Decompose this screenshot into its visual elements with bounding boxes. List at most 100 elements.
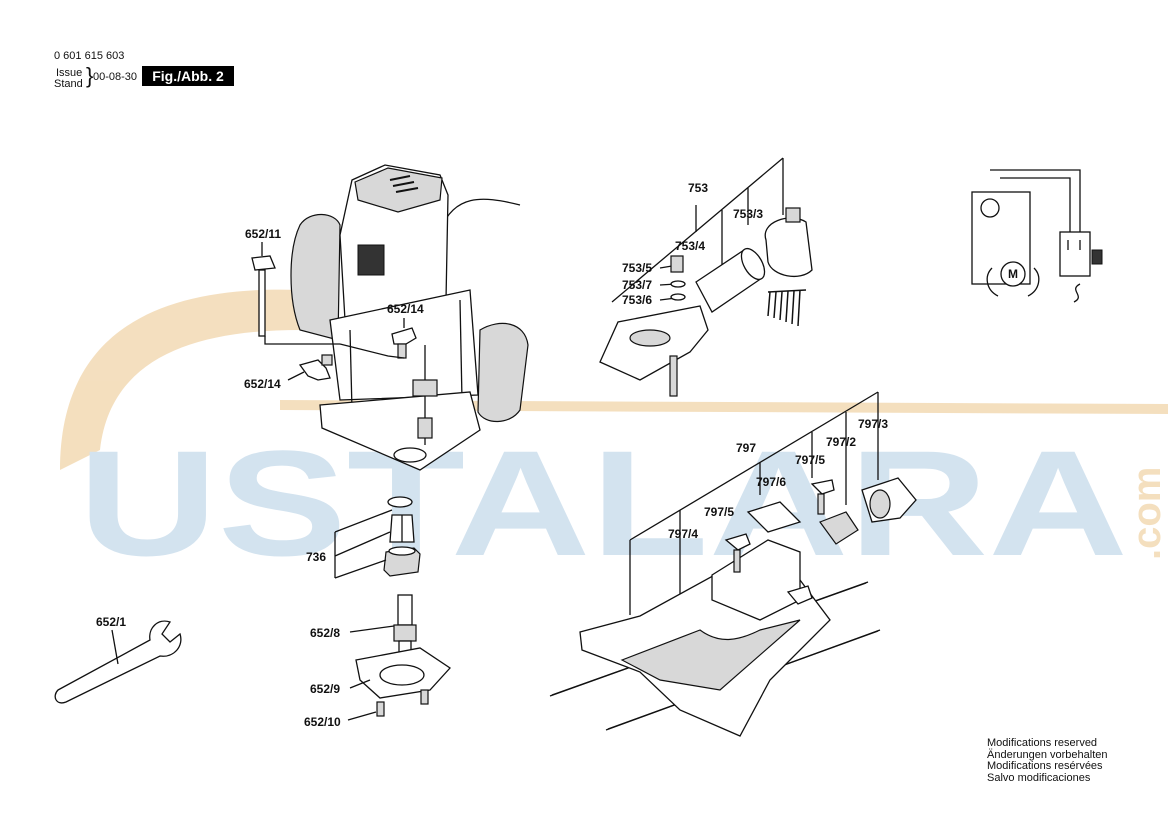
- leader-652-1: [111, 629, 119, 665]
- guide-plate-hole: [379, 664, 425, 686]
- washer-753-7: [670, 280, 686, 288]
- column-left: [349, 329, 353, 411]
- adjust-knob-face: [869, 489, 891, 519]
- part-652-9: 652/9: [310, 647, 451, 699]
- brace-icon: }: [86, 63, 94, 88]
- part-652-14-left: 652/14: [244, 354, 333, 391]
- switch-block: [1059, 231, 1091, 277]
- leader-797-bar: [629, 391, 879, 541]
- screw-right: [420, 689, 429, 705]
- column-right: [459, 299, 463, 401]
- label-797-4: 797/4: [668, 527, 698, 541]
- part-753: 753 753/3 753/4 753/5 753/7 753/6: [599, 157, 813, 397]
- wing-knob-left-thread: [321, 354, 333, 366]
- washer-753-6: [670, 293, 686, 301]
- label-753-4: 753/4: [675, 239, 705, 253]
- tube-end: [740, 247, 766, 281]
- part-number: 0 601 615 603: [54, 50, 125, 62]
- label-797-5-b: 797/5: [704, 505, 734, 519]
- wing-screw-797-5-a-shaft: [817, 493, 825, 515]
- note-en: Modifications reserved: [987, 737, 1098, 749]
- part-652-1: 652/1: [54, 615, 182, 704]
- knurled-screw: [670, 255, 684, 273]
- part-797: 797 797/3 797/2 797/5 797/6 797/5 797/4: [549, 391, 917, 737]
- screw-left: [376, 701, 385, 717]
- leader-652-14-b: [287, 371, 305, 381]
- part-652-10: 652/10: [304, 689, 429, 729]
- carbon-brush-left: [986, 267, 999, 297]
- label-797-6: 797/6: [756, 475, 786, 489]
- label-652-1: 652/1: [96, 615, 126, 629]
- label-652-14-a: 652/14: [387, 302, 424, 316]
- capacitor: [1091, 249, 1103, 265]
- label-797-3: 797/3: [858, 417, 888, 431]
- base-plate: [319, 391, 481, 471]
- part-736: 736: [306, 496, 421, 579]
- collet-nut-top: [388, 546, 416, 556]
- part-652-8: 652/8: [310, 594, 417, 654]
- note-es: Salvo modificaciones: [987, 771, 1091, 784]
- label-753-7: 753/7: [622, 278, 652, 292]
- modification-notes: Modifications reserved Änderungen vorbeh…: [987, 737, 1108, 784]
- label-652-8: 652/8: [310, 626, 340, 640]
- note-fr: Modifications resérvées: [987, 760, 1103, 773]
- label-797-2: 797/2: [826, 435, 856, 449]
- label-652-11: 652/11: [245, 227, 281, 241]
- label-797-5-a: 797/5: [795, 453, 825, 467]
- wing-screw-797-5-a-icon: [810, 479, 835, 495]
- issue-date: 00-08-30: [93, 71, 138, 83]
- carbon-brush-right: [1027, 267, 1040, 297]
- motor-label: M: [1008, 267, 1018, 281]
- base-opening: [393, 447, 427, 463]
- clamp-ring: [764, 217, 813, 278]
- wire-top-2: [1000, 177, 1071, 232]
- wire-top: [990, 169, 1081, 232]
- leader-753-bar: [611, 157, 784, 303]
- wing-screw-fence-icon: [786, 585, 813, 605]
- left-handle: [290, 213, 341, 341]
- hood-screw: [669, 355, 678, 397]
- guide-base-cutout: [620, 619, 801, 691]
- router-body: [290, 164, 529, 471]
- wing-screw-797-5-b-shaft: [733, 549, 741, 573]
- part-652-14-right: 652/14: [339, 302, 424, 359]
- centering-pin-shaft: [397, 594, 413, 626]
- label-753-5: 753/5: [622, 261, 652, 275]
- part-652-11: 652/11: [245, 227, 340, 345]
- label-652-9: 652/9: [310, 682, 340, 696]
- figure-label: Fig./Abb. 2: [142, 66, 234, 86]
- switch-window: [357, 244, 385, 276]
- wing-screw-797-5-b-icon: [724, 533, 751, 551]
- watermark-text: USTALARA: [78, 419, 1128, 587]
- fine-adjust: [819, 511, 859, 545]
- vent-slots: [389, 175, 419, 193]
- snap-ring: [387, 496, 413, 508]
- watermark-swoosh: [60, 289, 300, 470]
- label-753-3: 753/3: [733, 207, 763, 221]
- centering-pin-collar: [393, 624, 417, 642]
- label-797: 797: [736, 441, 756, 455]
- depth-pin-shaft: [258, 269, 266, 337]
- leader-652-11-frame: [264, 336, 340, 345]
- leader-652-10: [347, 711, 377, 721]
- stand-label: Stand: [54, 78, 83, 90]
- depth-stop-lower: [417, 417, 433, 439]
- leader-736-a: [334, 509, 393, 533]
- right-handle: [477, 322, 529, 423]
- scale-plate: [746, 501, 802, 533]
- label-652-14-b: 652/14: [244, 377, 281, 391]
- note-de: Änderungen vorbehalten: [987, 748, 1108, 761]
- issue-label: Issue: [56, 67, 83, 79]
- plug-wire-icon: [1073, 283, 1081, 303]
- dust-hood-opening: [629, 329, 671, 347]
- brush-icon: [767, 289, 807, 327]
- collet-nut: [383, 547, 421, 577]
- leader-736-c: [334, 559, 387, 579]
- wing-knob-right-icon: [391, 327, 417, 345]
- leader-736-b: [334, 531, 391, 557]
- leader-753-5: [659, 265, 673, 269]
- label-753-6: 753/6: [622, 293, 652, 307]
- leader-652-9: [349, 679, 371, 689]
- electronics-module: [980, 198, 1000, 218]
